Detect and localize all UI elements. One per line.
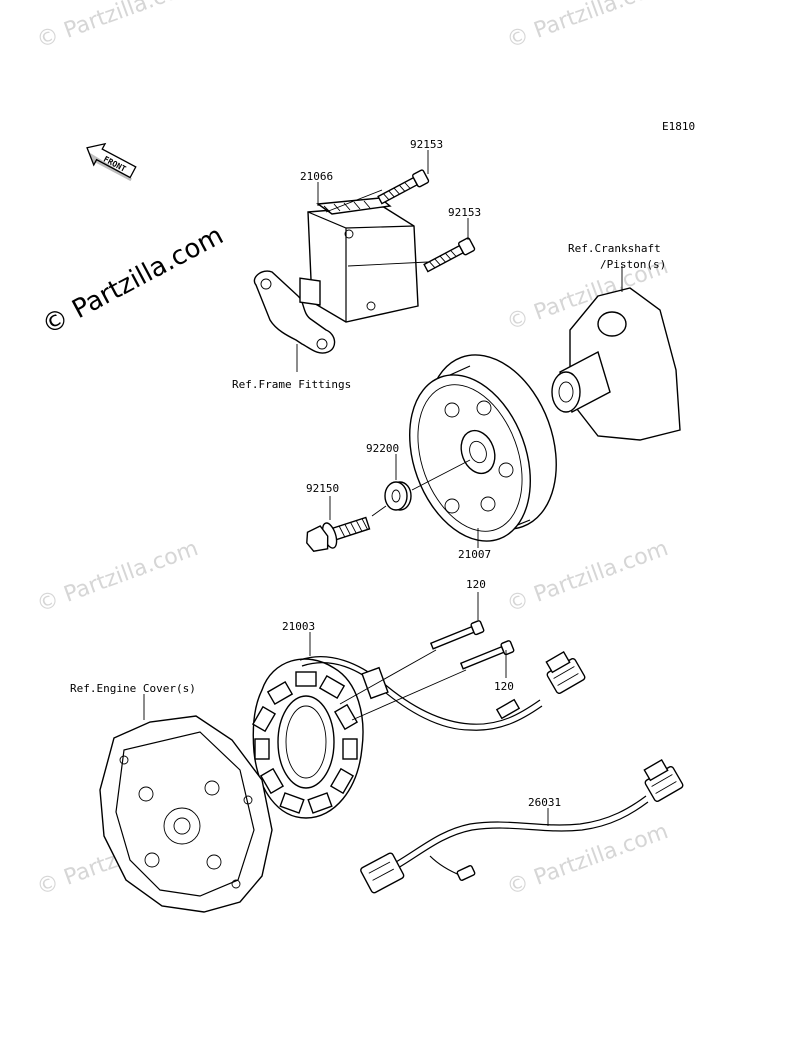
crank-taper (551, 371, 581, 413)
regulator-body (307, 205, 419, 323)
washer-92200 (384, 454, 412, 511)
bolt-92153-lower (423, 237, 476, 273)
bolt-92153-upper (377, 169, 430, 205)
bracket-hole-2 (316, 338, 328, 350)
stator-core (277, 695, 335, 789)
bolt-120-lower (459, 640, 515, 670)
callout-lead: 26031 (528, 796, 561, 809)
callout-flange-bolt: 92150 (306, 482, 339, 495)
rotor-hub (460, 429, 496, 475)
front-arrow-icon: FRONT (86, 142, 137, 182)
regulator-21066 (253, 182, 419, 372)
brand-watermark: © Partzilla.com (37, 220, 228, 341)
callout-frame-fittings: Ref.Frame Fittings (232, 378, 351, 391)
callout-bolt-upper: 92153 (410, 138, 443, 151)
callout-stator-bolt-lower: 120 (494, 680, 514, 693)
watermark-4: © Partzilla.com (34, 536, 202, 618)
frame-fitting-bracket (253, 270, 336, 354)
callout-bolt-lower: 92153 (448, 206, 481, 219)
callout-regulator: 21066 (300, 170, 333, 183)
watermark-2: © Partzilla.com (504, 0, 672, 54)
bolt-120-upper (429, 620, 485, 650)
stator-21003 (251, 632, 586, 819)
crankshaft-reference (551, 266, 681, 441)
assembly-line-3 (411, 459, 471, 491)
lead-26031 (360, 758, 684, 894)
callout-crankshaft-line2: /Piston(s) (600, 258, 666, 271)
flange-bolt-92150 (306, 516, 371, 552)
callout-rotor: 21007 (458, 548, 491, 561)
bracket-hole-1 (260, 278, 272, 290)
mount-hole-1 (344, 229, 354, 239)
callout-stator-bolt-upper: 120 (466, 578, 486, 591)
stator-connector (545, 650, 586, 694)
watermark-7: © Partzilla.com (504, 819, 672, 901)
regulator-fins (316, 197, 392, 215)
harness-clamp (361, 666, 389, 700)
crank-pin (597, 311, 627, 337)
diagram-code: E1810 (662, 120, 695, 133)
watermark-5: © Partzilla.com (504, 536, 672, 618)
stator-coils (251, 671, 359, 814)
callout-labels: 92153 21066 92153 Ref.Crankshaft /Piston… (70, 138, 666, 809)
mount-hole-2 (366, 301, 376, 311)
assembly-line-2 (325, 189, 383, 213)
regulator-connector (299, 277, 321, 306)
watermark-1: © Partzilla.com (34, 0, 202, 54)
callout-crankshaft-line1: Ref.Crankshaft (568, 242, 661, 255)
callout-washer: 92200 (366, 442, 399, 455)
callout-engine-cover: Ref.Engine Cover(s) (70, 682, 196, 695)
assembly-line-1 (347, 261, 429, 267)
engine-cover-reference (99, 694, 273, 913)
regulator-edges (307, 211, 415, 322)
rotor-21007 (409, 354, 557, 548)
callout-stator: 21003 (282, 620, 315, 633)
